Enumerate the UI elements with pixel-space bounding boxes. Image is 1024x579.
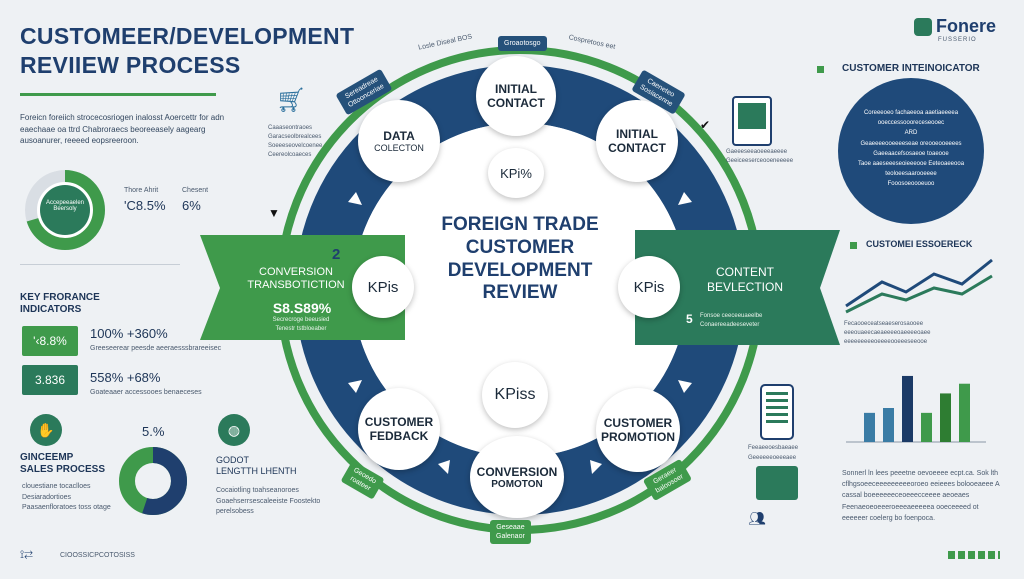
node-conversion-promotion: CONVERSION POMOTON [470,436,564,518]
chat-icon [756,466,798,500]
kpi-left-node: KPis [352,256,414,318]
footer-text: CIOOSSICPCOTOSISS [60,552,135,559]
line-chart [845,258,993,314]
bar-2 [883,408,894,442]
assessment-bullet [850,242,857,249]
bar-1 [864,412,875,442]
node-bl-l2: FEDBACK [369,429,429,443]
bar-6 [959,383,970,442]
node-tl-l1: DATA [383,129,415,143]
brand-logo: Fonere FUSSERIO [914,16,996,43]
stat1-value: 'C8.5% [124,198,166,213]
divider [20,264,180,265]
node-initial-contact-right: INITIAL CONTACT [596,100,678,182]
brand-sub: FUSSERIO [938,37,977,43]
node-bl-l1: CUSTOMER [364,415,434,429]
node-top-l2: CONTACT [487,96,545,110]
right-banner-shape [635,230,840,345]
brand-name: Fonere [936,16,997,36]
node-initial-contact-top: INITIAL CONTACT [476,56,556,136]
node-tr-l2: CONTACT [608,141,666,155]
left-banner-number: S8.S89% [272,300,332,316]
node-br-l2: PROMOTION [601,430,675,444]
footer-bars [948,551,1000,559]
kpi2-box: 3.836 [22,365,78,395]
node-bottom-l1: CONVERSION [476,464,558,479]
left-banner-shape [200,235,405,340]
node-customer-feedback: CUSTOMER FEDBACK [358,388,440,470]
node-tr-l1: INITIAL [616,127,658,141]
kpi1-value: 100% +360% [90,326,168,341]
node-top-l1: INITIAL [495,82,537,96]
kpi-bottom-label: KPiss [494,386,536,403]
people-icon: 👥︎ [748,510,766,526]
node-br-l1: CUSTOMER [603,416,673,430]
kpi-left-label: KPis [367,278,399,296]
center-title: FOREIGN TRADE CUSTOMER DEVELOPMENT REVIE… [441,214,599,304]
left-banner-tag: 2 [332,246,341,263]
intro-text: Foreicn foreiich strocecosriogen inaloss… [20,113,225,146]
pct-value: 5.% [142,424,165,439]
left-banner-title: CONVERSION TRANSBOTICTION [247,266,345,292]
assessment-heading: CUSTOMEI ESSOERECK [866,239,973,249]
bar-chart [846,375,986,443]
arrow-marker-right: ✔ [700,118,711,132]
globe-icon: ◍ [218,414,250,446]
node-tl-l2: COLECTON [374,143,424,153]
brand-icon [914,17,932,36]
sales-text: clouestiane tocaclloes Desiaradortioes P… [22,483,111,511]
handshake-icon: ✋ [30,414,62,446]
right-banner-title: CONTENT BEVLECTION [706,265,784,294]
indicator-circle [838,78,984,224]
bar-5 [940,393,951,442]
kpi-right-label: KPis [633,278,665,296]
donut-label: Accepeeaelen Beersoly [45,200,85,212]
cart-caption: Caaaseontraoes Garacseolbrealcees Soeees… [268,125,323,158]
tag-bottom: Geseaae Galenaor [490,520,531,545]
bar-3 [902,375,913,442]
donut-chart-bottom [119,447,187,515]
kpi1-note: Greeseerear peesde aeeraesssbrareeisec [90,345,222,352]
document-icon [732,96,772,146]
kpi-bottom-node: KPiss [482,362,548,428]
page-title: CUSTOMEER/DEVELOPMENT REVIIEW PROCESS [20,22,354,81]
right-banner-sub: Fonsoe ceeceeuaeelbe Conaereeadeeseveter [700,313,763,328]
indicator-bullet [817,66,824,73]
cart-icon: 🛒︎ [276,87,307,114]
node-customer-promotion: CUSTOMER PROMOTION [596,388,680,472]
stat2-value: 6% [182,198,201,213]
stat2-label: Chesent [182,187,209,194]
indicator-heading: CUSTOMER INTEINOICATOR [842,63,980,74]
title-line1: CUSTOMEER/DEVELOPMENT [20,23,355,49]
kpi2-value: 558% +68% [90,370,161,385]
length-heading: GODOT LENGTTH LHENTH [216,455,297,476]
stat1-label: Thore Ahrit [124,187,159,194]
sales-heading: GINCEEMP SALES PROCESS [20,452,106,475]
kpi-top-label: KPi% [500,165,532,181]
indicator-circle-text: Coreeeoeo fachaeeoa aaetiaeeeea ooeccess… [857,110,965,188]
kpi1-box: '‹8.8% [22,326,78,356]
kpi-heading: KEY FRORANCE INDICATORS [20,292,100,315]
title-line2: REVIIEW PROCESS [20,52,241,79]
node-bottom-l2: POMOTON [491,478,543,490]
donut-chart-left [25,170,105,250]
bar-4 [921,412,932,442]
assessment-text: Fecaooeceatseaeserosaooee eeeouaeecaeaee… [844,321,931,345]
length-text: Cocaiotling toahseanoroes Goaehserrsesca… [216,487,321,515]
arrow-marker-left: ▼ [268,206,280,220]
kpi2-note: Goateaaer accessooes benaeceses [90,389,202,396]
doc-caption: Gaeeeseeaoeeeaeeee Geeiceeserceooeneeeee [726,149,794,164]
tag-top-center: Groaotosgo [498,36,547,52]
left-banner-sub: Secrecroge beeusied Tenestr tstbloeaber [272,317,330,332]
right-banner-tag: 5 [686,312,693,326]
right-bottom-text: Sonnerl ln lees peeetne oevoeeee ecpt.ca… [842,470,1000,522]
kpi-top-node: KPi% [488,148,544,198]
phone-icon [760,384,794,440]
kpi-right-node: KPis [618,256,680,318]
title-underline [20,93,216,96]
footer-icon: ⟟⇄ [20,549,33,561]
node-data-collection: DATA COLECTON [358,100,440,182]
